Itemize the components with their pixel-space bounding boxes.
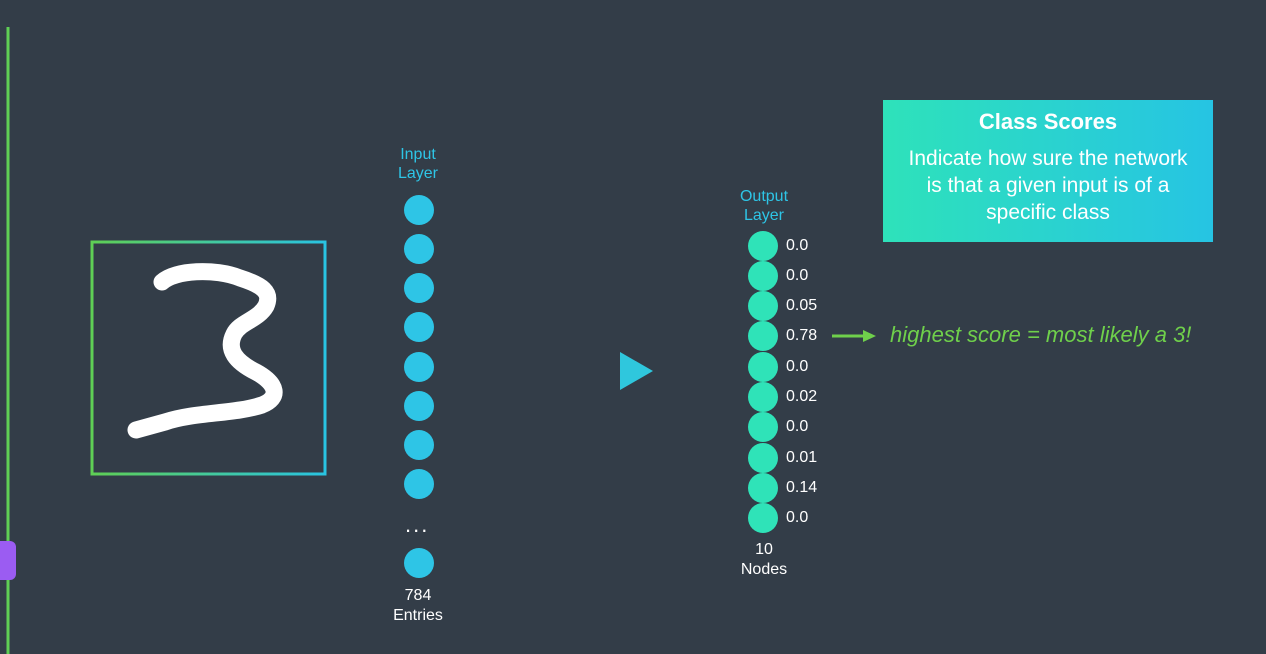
output-score: 0.01 — [786, 449, 818, 466]
input-node — [404, 352, 434, 382]
output-score: 0.14 — [786, 479, 818, 496]
output-node — [748, 382, 778, 412]
input-layer-label-line2: Layer — [397, 165, 439, 182]
input-node — [404, 273, 434, 303]
input-node — [404, 312, 434, 342]
output-node — [748, 473, 778, 503]
output-count-unit: Nodes — [740, 561, 788, 578]
input-node — [404, 391, 434, 421]
output-score: 0.78 — [786, 327, 818, 344]
input-node — [404, 234, 434, 264]
input-layer-label-line1: Input — [400, 146, 436, 163]
output-score: 0.0 — [786, 267, 809, 284]
layer-arrow-head — [620, 352, 653, 390]
input-count-number: 784 — [404, 587, 432, 604]
output-score: 0.0 — [786, 418, 809, 435]
output-layer-label-line1: Output — [739, 188, 789, 205]
input-node — [404, 195, 434, 225]
output-node — [748, 291, 778, 321]
output-node — [748, 443, 778, 473]
input-layer-label: Input Layer — [373, 145, 463, 183]
input-node — [404, 430, 434, 460]
side-tab-handle[interactable] — [0, 541, 16, 580]
output-layer-label: Output Layer — [719, 187, 809, 225]
output-layer-label-line2: Layer — [743, 207, 785, 224]
annotation-arrow-head — [863, 330, 876, 342]
input-node — [404, 469, 434, 499]
info-box-body: Indicate how sure the network is that a … — [908, 147, 1188, 224]
output-node — [748, 231, 778, 261]
output-count-number: 10 — [755, 541, 773, 558]
info-box-title: Class Scores — [978, 109, 1118, 134]
output-score: 0.0 — [786, 358, 809, 375]
output-node — [748, 261, 778, 291]
output-count-label: 10 Nodes — [719, 540, 809, 580]
input-count-unit: Entries — [393, 607, 443, 624]
input-image-box — [90, 240, 327, 476]
output-node — [748, 321, 778, 351]
output-score: 0.0 — [786, 509, 809, 526]
output-node — [748, 503, 778, 533]
input-node-last — [404, 548, 434, 578]
output-node — [748, 352, 778, 382]
handwritten-digit-3 — [127, 263, 283, 439]
input-count-label: 784 Entries — [373, 586, 463, 626]
output-node — [748, 412, 778, 442]
input-ellipsis: ... — [405, 512, 430, 537]
output-score: 0.02 — [786, 388, 818, 405]
highest-score-annotation: highest score = most likely a 3! — [890, 322, 1192, 347]
class-scores-info-box: Class Scores Indicate how sure the netwo… — [883, 100, 1213, 242]
output-score: 0.05 — [786, 297, 818, 314]
output-score: 0.0 — [786, 237, 809, 254]
